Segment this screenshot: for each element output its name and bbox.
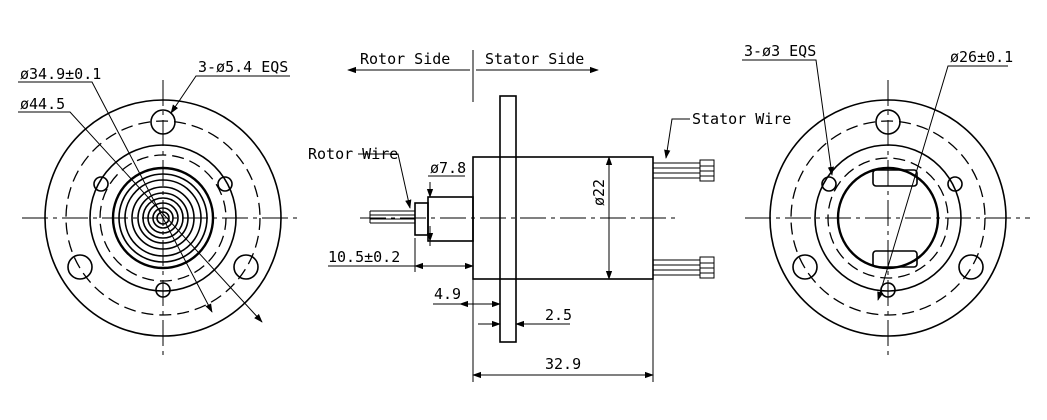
hub-ring-7	[152, 207, 174, 229]
flange	[499, 95, 517, 343]
inner-dashed-circle	[99, 154, 227, 282]
hub-ring-1	[118, 173, 208, 263]
label-rotor-wire: Rotor Wire	[308, 145, 398, 163]
stator-end-view: 3-ø3 EQS ø26±0.1	[742, 42, 1030, 360]
leader-holes-5-4	[170, 75, 290, 114]
label-stator-side: Stator Side	[485, 50, 584, 68]
label-rotor-side: Rotor Side	[360, 50, 450, 68]
label-dim-32-9: 32.9	[545, 355, 581, 373]
body-circle	[814, 144, 962, 292]
bolt-circle-dashed	[790, 120, 986, 316]
small-hole-left	[93, 176, 109, 192]
wire-tab-bottom	[872, 250, 918, 268]
label-stator-wire: Stator Wire	[692, 110, 791, 128]
rotor-shaft	[427, 196, 474, 242]
hub-ring-2	[124, 179, 202, 257]
bolt-circle-dashed	[65, 120, 261, 316]
leader-dia-34-9	[18, 81, 213, 313]
body-circle	[89, 144, 237, 292]
hub-ring-5	[142, 197, 184, 239]
rotor-wire-bundle	[369, 210, 415, 224]
label-dim-2-5: 2.5	[545, 306, 572, 324]
small-hole-right	[217, 176, 233, 192]
side-view: Rotor Side Stator Side	[308, 50, 791, 382]
mounting-hole-left	[67, 254, 93, 280]
label-dia-7-8: ø7.8	[430, 159, 466, 177]
hub-circle	[111, 166, 215, 270]
wire-tab-top	[872, 169, 918, 187]
leader-holes-3	[742, 59, 835, 176]
label-dia-26: ø26±0.1	[950, 48, 1013, 66]
leader-dia-26	[877, 65, 1008, 301]
hub-ring-6	[147, 202, 179, 234]
mounting-hole-top	[875, 109, 901, 135]
flange-outer-circle	[44, 99, 282, 337]
rotor-shaft-tip	[414, 202, 429, 236]
label-dia-34-9: ø34.9±0.1	[20, 65, 101, 83]
rotor-end-view: ø34.9±0.1 ø44.5 3-ø5.4 EQS	[18, 58, 300, 360]
label-dia-22: ø22	[590, 179, 608, 206]
hub-ring-4	[137, 192, 189, 244]
hub-ring-8	[156, 211, 170, 225]
small-hole-bottom	[155, 282, 171, 298]
leader-stator-wire	[664, 118, 690, 159]
hub-ring-3	[131, 186, 195, 250]
label-dim-4-9: 4.9	[434, 285, 461, 303]
mounting-hole-left	[792, 254, 818, 280]
label-dia-44-5: ø44.5	[20, 95, 65, 113]
stator-wire-upper	[653, 159, 715, 182]
stator-wire-lower	[653, 256, 715, 279]
leader-dia-44-5	[18, 111, 263, 323]
leader-rotor-wire	[358, 153, 412, 209]
mounting-hole-right	[958, 254, 984, 280]
label-holes-5-4: 3-ø5.4 EQS	[198, 58, 288, 76]
mounting-hole-right	[233, 254, 259, 280]
flange-outer-circle	[769, 99, 1007, 337]
mounting-hole-top	[150, 109, 176, 135]
label-holes-3: 3-ø3 EQS	[744, 42, 816, 60]
small-hole-right	[947, 176, 963, 192]
inner-dashed-circle	[827, 157, 949, 279]
label-dim-10-5: 10.5±0.2	[328, 248, 400, 266]
small-hole-left	[821, 176, 837, 192]
